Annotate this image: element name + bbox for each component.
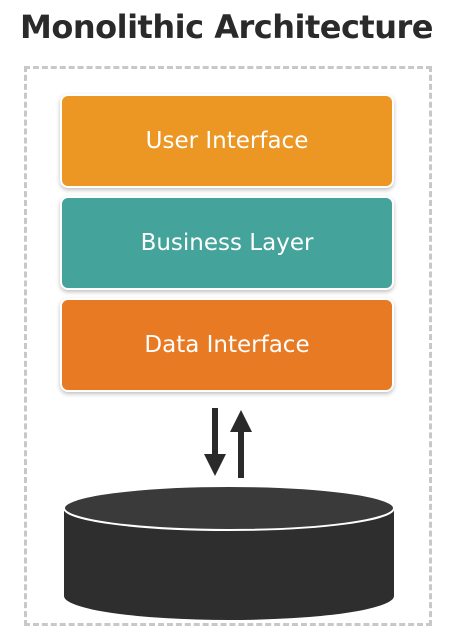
data-flow-arrows [204, 408, 252, 478]
down-arrow-icon [204, 408, 226, 476]
layer-data-interface: Data Interface [60, 298, 394, 392]
diagram-title: Monolithic Architecture [20, 8, 433, 46]
database-icon [63, 485, 395, 620]
application-boundary [24, 66, 432, 626]
layer-user-interface: User Interface [60, 94, 394, 188]
layer-business-layer: Business Layer [60, 196, 394, 290]
up-arrow-icon [230, 410, 252, 478]
